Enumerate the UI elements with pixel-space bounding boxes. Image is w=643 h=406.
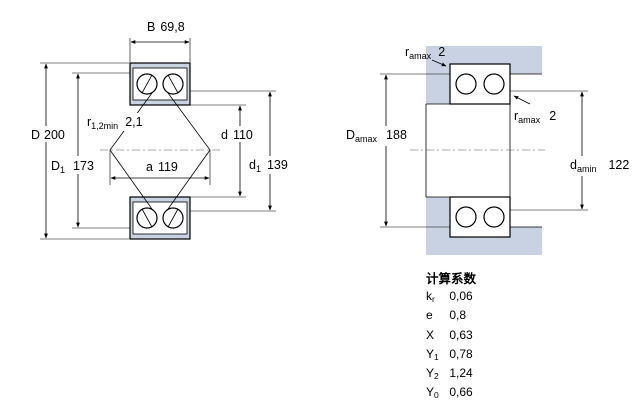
left-top-section [129,62,191,106]
left-extension-lines [40,38,276,240]
factor-row: Y0 0,66 [426,385,473,401]
calculation-factors: 计算系数 kr 0,06 e 0,8 X 0,63 Y1 0,78 Y2 1,2… [426,271,476,403]
right-extension-lines [380,73,588,228]
factor-row: kr 0,06 [426,289,473,305]
shaft-shoulder [426,91,450,103]
ball-icon [483,206,505,228]
housing-bottom [426,237,542,255]
ball-icon [455,206,477,228]
shaft-shoulder [426,198,450,210]
factor-row: Y1 0,78 [426,346,473,362]
factor-row: e 0,8 [426,308,467,323]
ball-icon [483,73,505,95]
left-bottom-section [129,196,191,240]
factor-row: Y2 1,24 [426,366,473,382]
left-bearing-section [100,62,220,240]
right-mounting-section [410,46,545,255]
factor-row: X 0,63 [426,327,473,342]
ball-icon [455,73,477,95]
right-dimension-lines [384,59,584,227]
housing-top [426,46,542,64]
left-dimension-lines [44,40,272,239]
factors-title: 计算系数 [426,272,477,286]
